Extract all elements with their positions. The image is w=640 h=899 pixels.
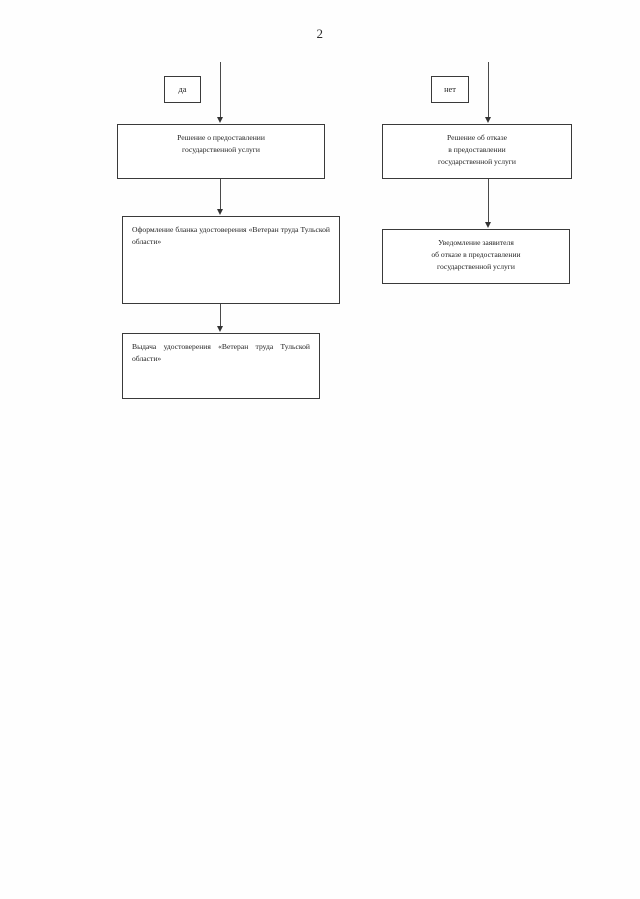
connector-refusal-to-notification	[488, 179, 489, 223]
arrowhead-to-certificate-issue	[217, 326, 223, 332]
node-grant-decision-line-2: государственной услуги	[182, 144, 260, 154]
branch-label-yes: да	[164, 76, 201, 103]
branch-label-no: нет	[431, 76, 469, 103]
node-applicant-notification-line-1: Уведомление заявителя	[438, 238, 514, 247]
arrowhead-to-applicant-notification	[485, 222, 491, 228]
arrowhead-to-certificate-form	[217, 209, 223, 215]
node-certificate-form: Оформление бланка удостоверения «Ветеран…	[122, 216, 340, 304]
node-applicant-notification-line-2: об отказе в предоставлении	[431, 249, 521, 259]
node-grant-decision: Решение о предоставлении государственной…	[117, 124, 325, 179]
node-refusal-decision-line-2: в предоставлении	[448, 144, 506, 154]
connector-to-refusal-decision	[488, 62, 489, 118]
node-refusal-decision-line-3: государственной услуги	[438, 156, 516, 166]
node-grant-decision-line-1: Решение о предоставлении	[177, 133, 265, 142]
node-refusal-decision: Решение об отказе в предоставлении госуд…	[382, 124, 572, 179]
node-certificate-issue: Выдача удостоверения «Ветеран труда Туль…	[122, 333, 320, 399]
arrowhead-to-refusal-decision	[485, 117, 491, 123]
node-refusal-decision-line-1: Решение об отказе	[447, 133, 507, 142]
connector-form-to-issue	[220, 304, 221, 327]
page-number: 2	[316, 26, 324, 41]
node-applicant-notification: Уведомление заявителя об отказе в предос…	[382, 229, 570, 284]
arrowhead-to-grant-decision	[217, 117, 223, 123]
connector-to-grant-decision	[220, 62, 221, 118]
node-applicant-notification-line-3: государственной услуги	[437, 261, 515, 271]
connector-grant-to-certificate-form	[220, 179, 221, 210]
